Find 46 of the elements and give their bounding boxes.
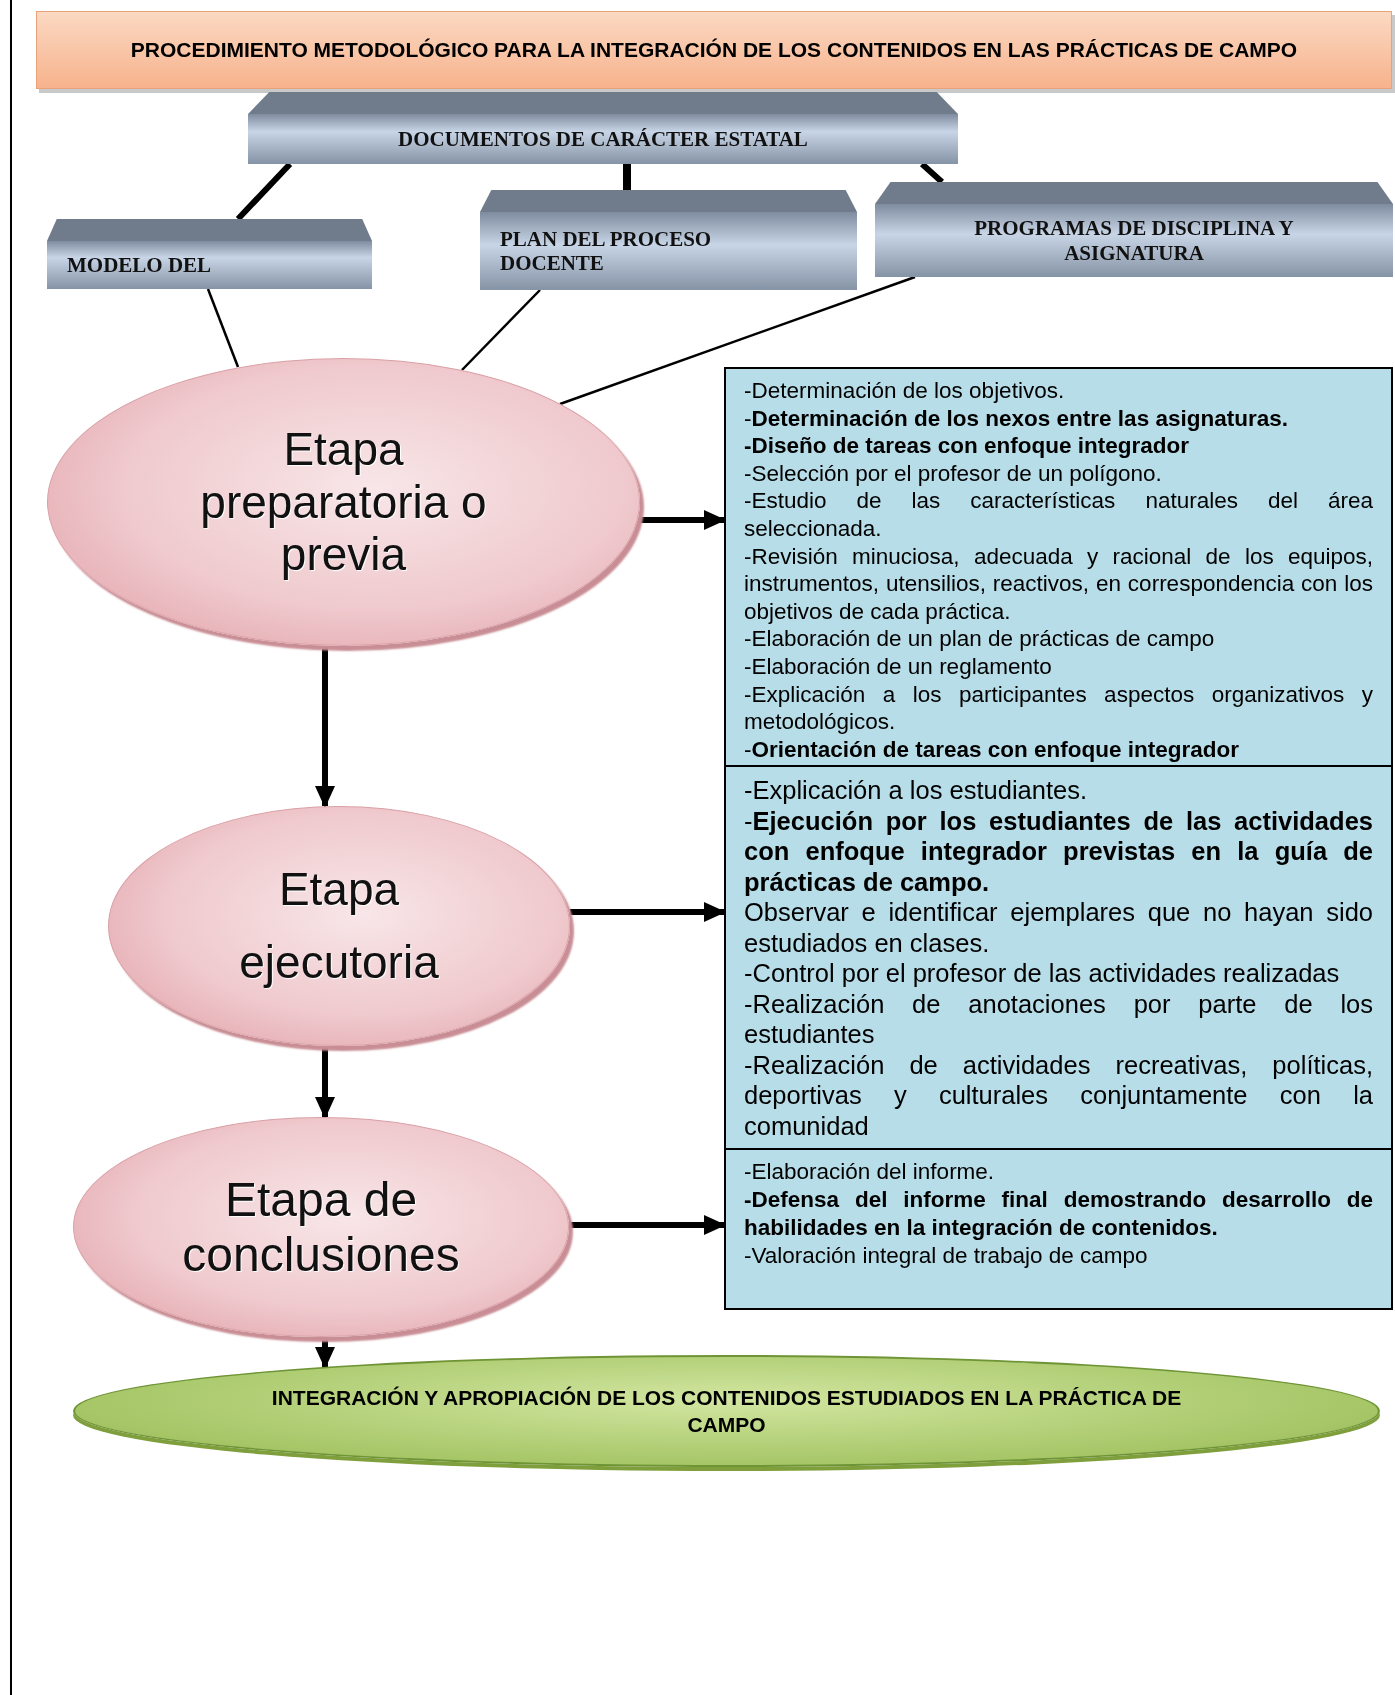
activity-panel — [724, 1148, 1393, 1310]
activity-panel — [724, 367, 1393, 767]
activity-text: -Orientación de tareas con enfoque integrador — [744, 735, 1241, 764]
activity-text: -Explicación a los estudiantes. — [744, 775, 1089, 806]
stage-label: Etapa de conclusiones — [181, 1171, 461, 1283]
document-box — [47, 219, 372, 289]
arrow — [315, 646, 335, 808]
arrow — [570, 902, 726, 922]
activity-text: -Realización de anotaciones por parte de los estudiantes — [744, 988, 1373, 1050]
stage-label: Etapa — [278, 863, 400, 916]
activity-text: -Elaboración de un reglamento — [744, 652, 1053, 681]
activity-text: -Diseño de tareas con enfoque integrador — [744, 432, 1191, 460]
connector-line — [206, 288, 240, 368]
document-label: PROGRAMAS DE DISCIPLINA Y ASIGNATURA — [973, 216, 1295, 265]
activity-text: -Elaboración de un plan de prácticas de campo — [744, 625, 1216, 653]
arrow — [315, 1046, 335, 1119]
activity-text: -Realización de actividades recreativas, políticas, deportivas y culturales conjuntamente con la comunidad — [744, 1049, 1373, 1141]
activity-text: -Selección por el profesor de un polígono. — [744, 459, 1163, 488]
activity-text: -Determinación de los objetivos. — [744, 377, 1066, 405]
document-box — [480, 190, 857, 290]
activity-text: -Explicación a los participantes aspectos organizativos y metodológicos. — [744, 680, 1373, 736]
activity-text: -Revisión minuciosa, adecuada y racional de los equipos, instrumentos, utensilios, reactivos, en correspondencia con los objetivos de cada práctica. — [744, 542, 1373, 626]
activity-text: -Determinación de los nexos entre las asignaturas. — [744, 404, 1289, 433]
stage-label: Etapa preparatoria o previa — [199, 422, 488, 582]
document-box — [248, 92, 958, 164]
connector-line — [623, 164, 631, 190]
arrow — [569, 1215, 726, 1235]
activity-text: -Elaboración del informe. — [744, 1158, 996, 1186]
result-label: INTEGRACIÓN Y APROPIACIÓN DE LOS CONTENIDOS ESTUDIADOS EN LA PRÁCTICA DE CAMPO — [270, 1384, 1183, 1438]
document-label: DOCUMENTOS DE CARÁCTER ESTATAL — [398, 126, 808, 152]
connector-line — [559, 275, 916, 406]
arrow — [640, 510, 726, 530]
activity-text: -Valoración integral de trabajo de campo — [744, 1242, 1149, 1270]
activity-text: -Estudio de las características naturales del área seleccionada. — [744, 487, 1373, 543]
activity-text: -Control por el profesor de las actividades realizadas — [744, 958, 1341, 989]
arrow — [315, 1337, 335, 1369]
activity-panel — [724, 765, 1393, 1150]
activity-text: Observar e identificar ejemplares que no hayan sido estudiados en clases. — [744, 897, 1373, 958]
activity-text: -Ejecución por los estudiantes de las actividades con enfoque integrador previstas en la guía de prácticas de campo. — [744, 805, 1373, 897]
connector-line — [461, 289, 541, 371]
activity-text: -Defensa del informe final demostrando desarrollo de habilidades en la integración de contenidos. — [744, 1186, 1373, 1242]
document-label: PLAN DEL PROCESO DOCENTE — [500, 226, 713, 276]
document-box — [875, 182, 1393, 277]
title-text: PROCEDIMIENTO METODOLÓGICO PARA LA INTEGRACIÓN DE LOS CONTENIDOS EN LAS PRÁCTICAS DE CAMPO — [130, 37, 1298, 64]
document-label: MODELO DEL — [67, 252, 212, 278]
stage-label: ejecutoria — [239, 936, 439, 989]
